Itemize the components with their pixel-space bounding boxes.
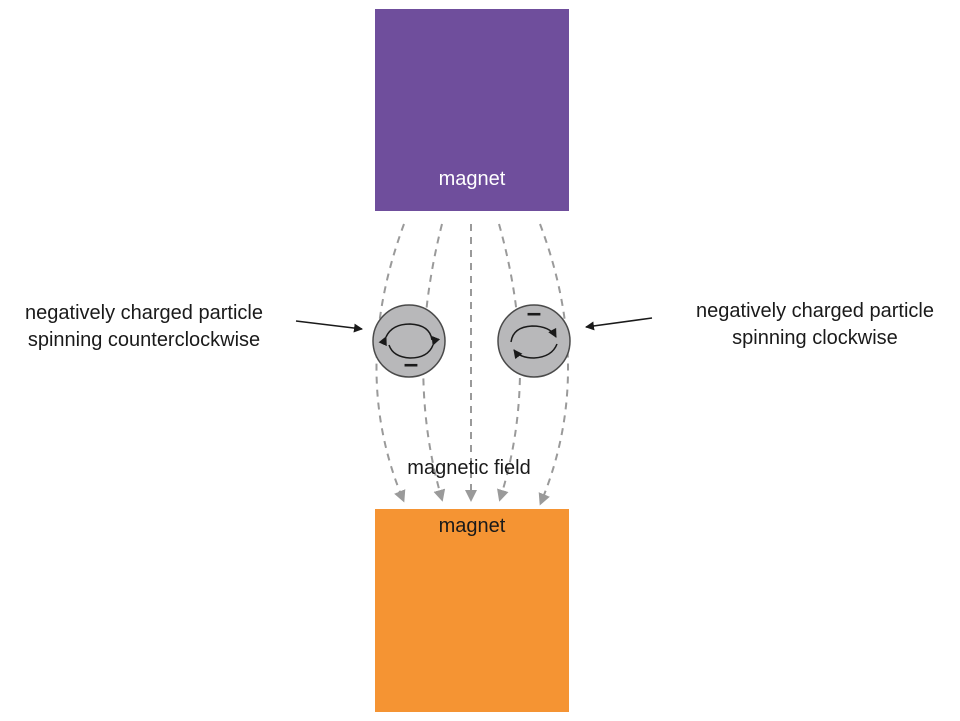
left-particle-charge: –	[403, 348, 419, 378]
bottom-magnet	[375, 509, 569, 712]
right-pointer-arrow	[585, 317, 653, 331]
field-line-5	[538, 223, 569, 506]
left-particle-label-line2: spinning counterclockwise	[27, 329, 261, 351]
right-particle-label-line2: spinning clockwise	[732, 327, 898, 349]
left-pointer-arrow	[295, 320, 363, 333]
top-magnet	[375, 9, 569, 211]
field-line-1	[375, 223, 406, 503]
particle-left	[372, 304, 446, 378]
counterclockwise-arrow-bottom	[388, 335, 441, 359]
left-particle-label-line1: negatively charged particle	[25, 302, 263, 324]
top-magnet-label: magnet	[438, 168, 506, 190]
magnetic-field-lines	[375, 223, 569, 506]
particle-right	[497, 304, 571, 378]
magnetic-field-label: magnetic field	[407, 457, 531, 479]
right-particle-label-line1: negatively charged particle	[696, 300, 934, 322]
right-particle-charge: –	[526, 297, 542, 327]
counterclockwise-arrow-top	[378, 323, 433, 347]
bottom-magnet-label: magnet	[438, 515, 506, 537]
clockwise-arrow-bottom	[513, 343, 558, 360]
clockwise-arrow-top	[510, 325, 557, 343]
